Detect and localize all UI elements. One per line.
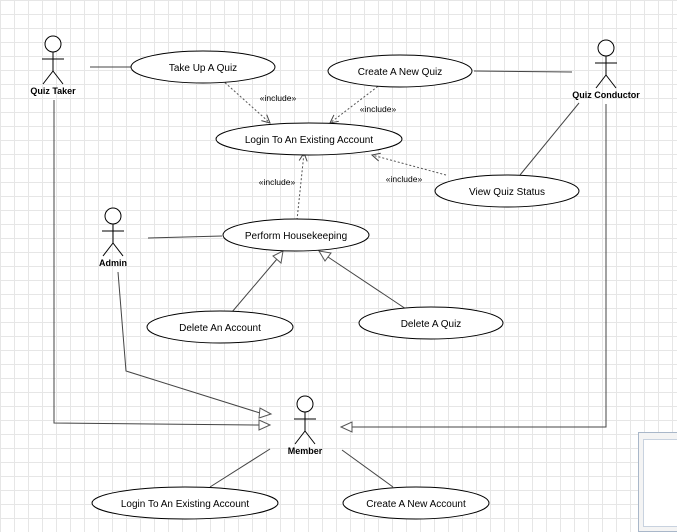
- actor-label: Quiz Taker: [30, 86, 76, 96]
- generalization-arrowhead-delete-account: [272, 250, 284, 264]
- generalization-arrowhead-quiz-taker: [258, 419, 272, 431]
- use-case-take-up-quiz[interactable]: Take Up A Quiz: [130, 50, 276, 84]
- use-case-label: Login To An Existing Account: [121, 499, 249, 510]
- use-case-label: Take Up A Quiz: [169, 63, 237, 74]
- use-case-delete-quiz[interactable]: Delete A Quiz: [358, 306, 504, 340]
- actor-label: Admin: [99, 258, 127, 268]
- assoc-member-login: [209, 448, 271, 488]
- generalization-admin-member: [117, 271, 261, 414]
- outline-minimap[interactable]: [638, 432, 677, 532]
- assoc-quiz-conductor-view-status: [519, 102, 580, 176]
- use-case-label: Login To An Existing Account: [245, 135, 373, 146]
- generalization-delete-quiz-housekeeping: [327, 256, 407, 310]
- use-case-member-login[interactable]: Login To An Existing Account: [91, 486, 279, 520]
- actor-quiz-conductor[interactable]: Quiz Conductor: [572, 39, 640, 100]
- generalization-delete-account-housekeeping: [231, 258, 278, 313]
- use-case-label: View Quiz Status: [469, 187, 545, 198]
- include-label-create-quiz: «include»: [360, 104, 397, 114]
- actor-quiz-taker[interactable]: Quiz Taker: [30, 35, 76, 96]
- use-case-label: Delete A Quiz: [401, 319, 462, 330]
- use-case-login-existing-account[interactable]: Login To An Existing Account: [215, 122, 403, 156]
- use-case-label: Perform Housekeeping: [245, 231, 347, 242]
- include-label-take-quiz: «include»: [260, 93, 297, 103]
- include-label-view-status: «include»: [386, 174, 423, 184]
- use-case-delete-account[interactable]: Delete An Account: [146, 310, 294, 344]
- use-case-perform-housekeeping[interactable]: Perform Housekeeping: [222, 218, 370, 252]
- include-view-status-login: [372, 155, 447, 176]
- actor-label: Quiz Conductor: [572, 90, 640, 100]
- use-case-create-new-quiz[interactable]: Create A New Quiz: [327, 54, 473, 88]
- actor-label: Member: [288, 446, 323, 456]
- use-case-view-quiz-status[interactable]: View Quiz Status: [434, 174, 580, 208]
- include-housekeeping-login: [296, 153, 304, 221]
- use-case-label: Create A New Quiz: [358, 67, 442, 78]
- generalization-arrowhead-delete-quiz: [318, 250, 332, 262]
- minimap-viewport[interactable]: [643, 439, 677, 527]
- actor-member[interactable]: Member: [288, 395, 323, 456]
- use-case-label: Create A New Account: [366, 499, 466, 510]
- generalization-quiz-taker-member: [53, 100, 261, 426]
- actor-admin[interactable]: Admin: [99, 207, 127, 268]
- assoc-admin-housekeeping: [147, 235, 223, 239]
- use-case-member-create-account[interactable]: Create A New Account: [342, 486, 490, 520]
- use-case-label: Delete An Account: [179, 323, 261, 334]
- assoc-member-create-account: [341, 449, 394, 488]
- include-take-quiz-login: [221, 79, 270, 123]
- include-label-housekeeping: «include»: [259, 177, 296, 187]
- include-create-quiz-login: [330, 83, 382, 123]
- generalization-arrowhead-quiz-conductor: [339, 421, 353, 433]
- generalization-arrowhead-admin: [258, 407, 273, 419]
- generalization-quiz-conductor-member: [352, 104, 607, 428]
- assoc-quiz-conductor-create-quiz: [473, 70, 573, 73]
